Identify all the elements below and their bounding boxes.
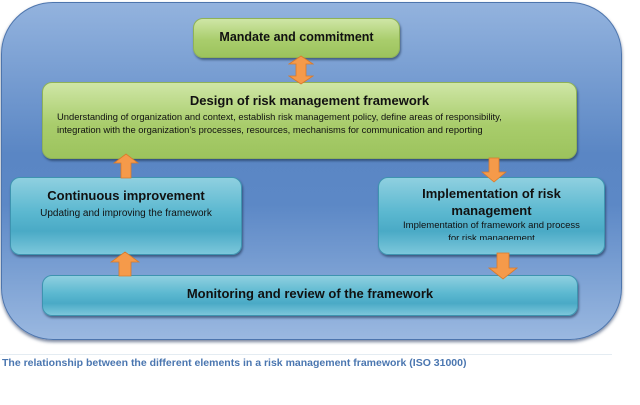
monitoring-box: Monitoring and review of the framework	[42, 275, 578, 316]
design-line-2: integration with the organization’s proc…	[57, 124, 483, 135]
up-arrow-icon	[110, 251, 140, 277]
continuous-improvement-box: Continuous improvement Updating and impr…	[10, 177, 242, 255]
implementation-title-1: Implementation of risk	[422, 186, 561, 201]
continuous-description: Updating and improving the framework	[40, 208, 212, 219]
down-arrow-icon	[481, 157, 507, 183]
implementation-description-1: Implementation of framework and process	[403, 220, 580, 231]
design-line-1: Understanding of organization and contex…	[57, 111, 502, 122]
mandate-title: Mandate and commitment	[219, 30, 374, 44]
monitoring-title: Monitoring and review of the framework	[186, 286, 434, 301]
design-box: Design of risk management framework Unde…	[42, 82, 577, 159]
double-arrow-icon	[288, 55, 314, 85]
figure-caption: The relationship between the different e…	[2, 357, 467, 369]
down-arrow-icon	[488, 252, 518, 280]
divider	[0, 354, 612, 355]
design-title: Design of risk management framework	[189, 93, 430, 108]
continuous-title: Continuous improvement	[47, 188, 205, 203]
mandate-box: Mandate and commitment	[193, 18, 400, 58]
implementation-description-2: for risk management	[448, 233, 535, 240]
implementation-box: Implementation of risk management Implem…	[378, 177, 605, 255]
implementation-title-2: management	[451, 203, 532, 218]
up-arrow-icon	[113, 153, 139, 179]
